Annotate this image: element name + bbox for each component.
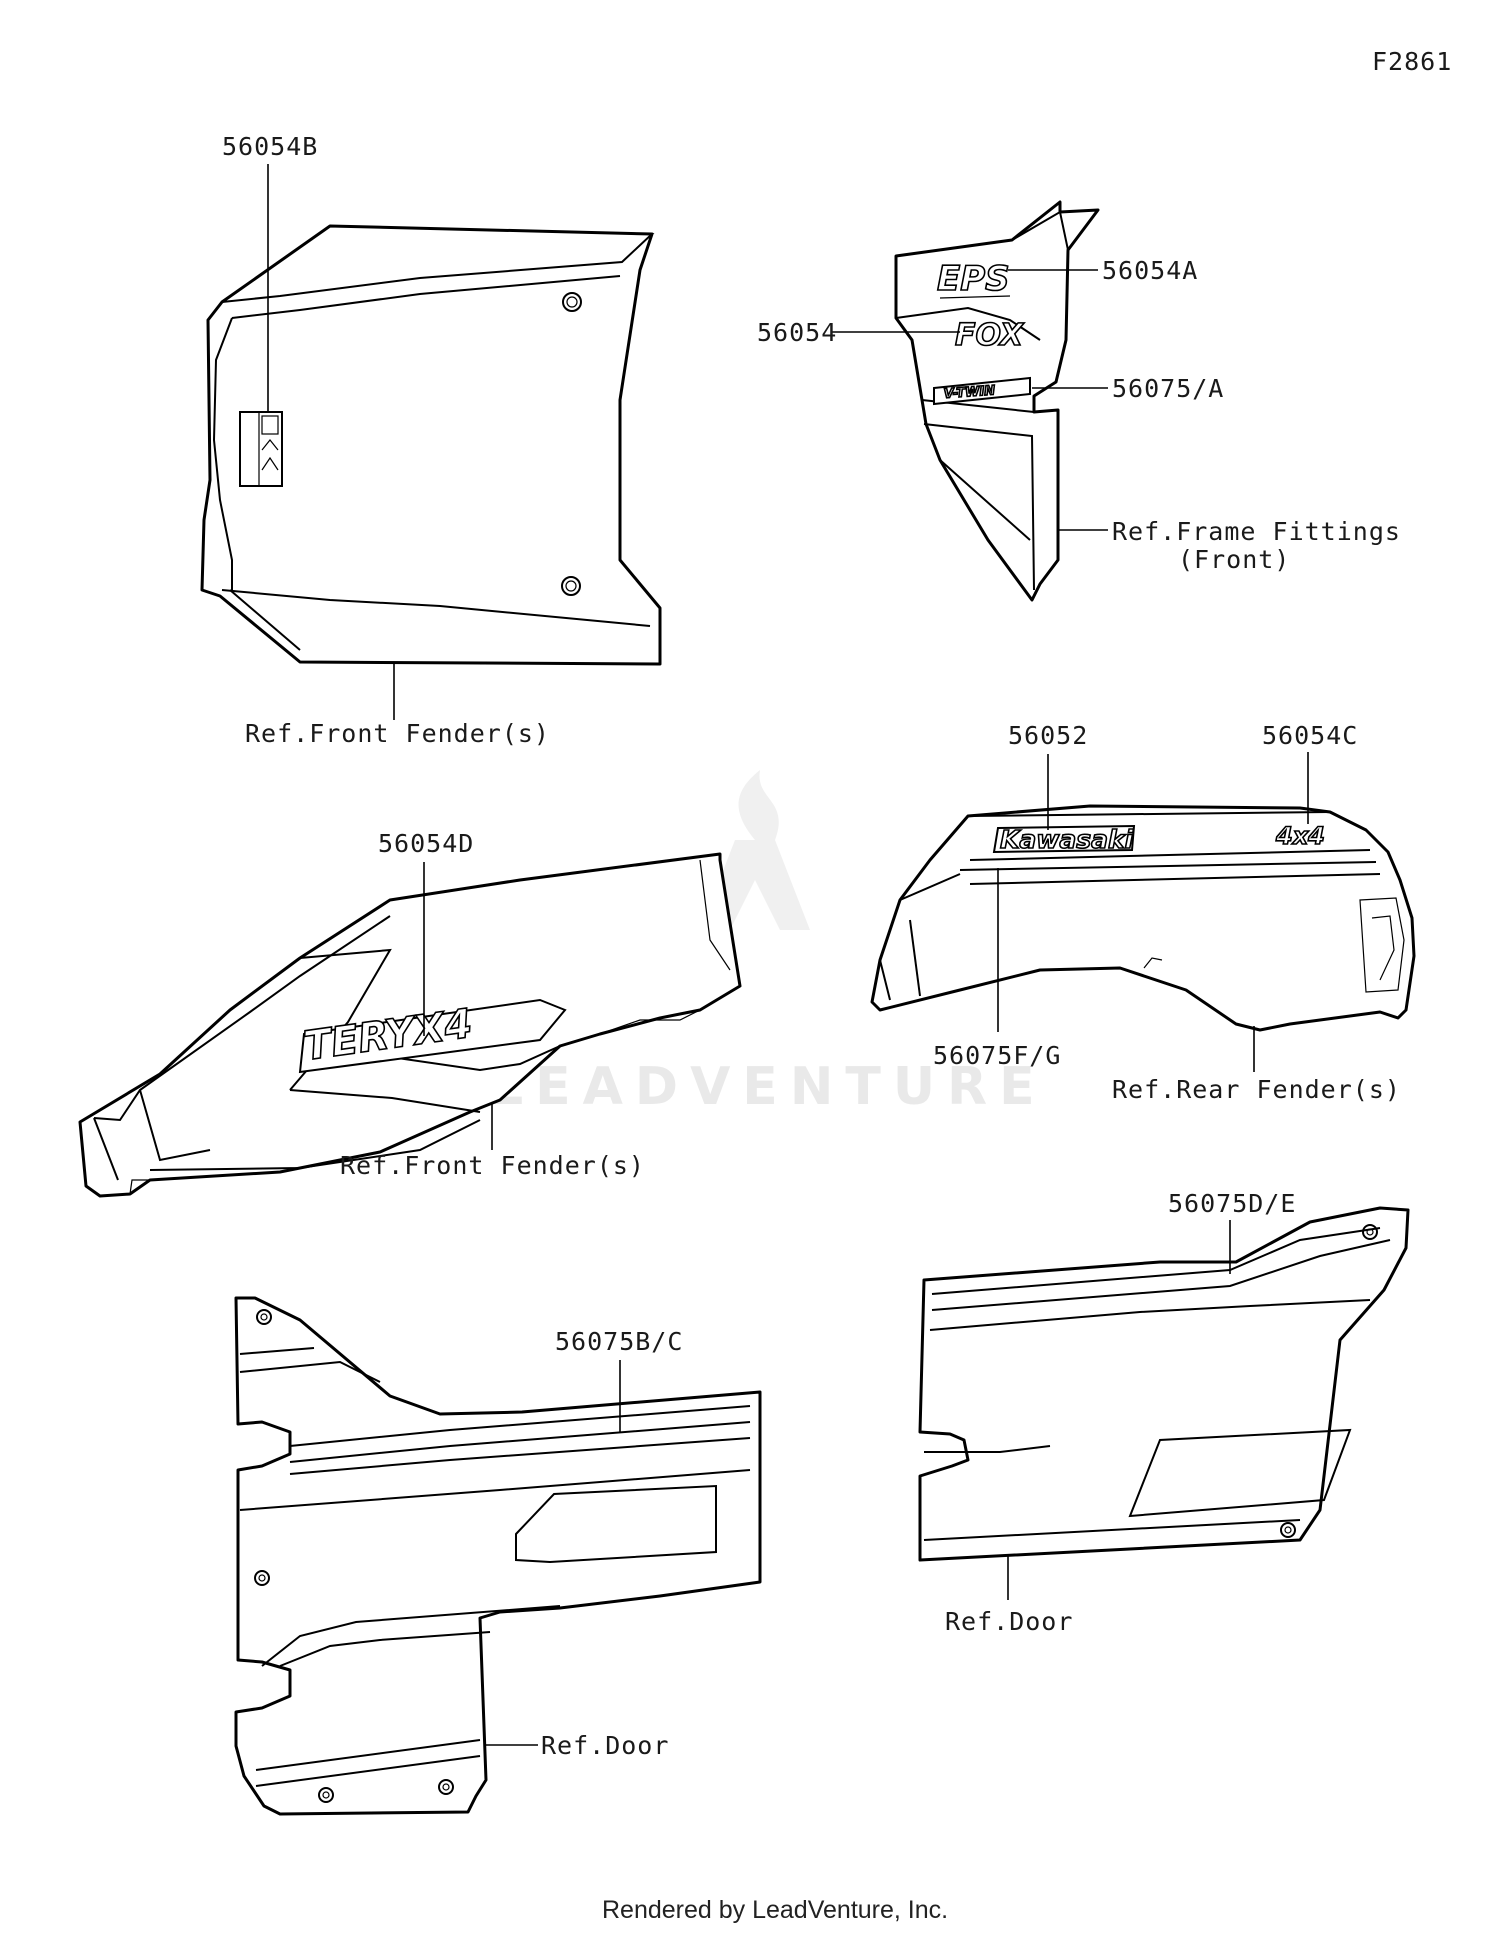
front-fender-hood [200, 224, 662, 666]
label-ref-door-2: Ref.Door [945, 1607, 1073, 1636]
decal-fox-text: FOX [955, 318, 1025, 353]
label-ref-frame-1: Ref.Frame Fittings [1112, 517, 1401, 546]
label-56054A: 56054A [1102, 256, 1198, 285]
label-56075BC: 56075B/C [555, 1327, 683, 1356]
decal-kawasaki-text: Kawasaki [1000, 825, 1134, 854]
front-fender-side: TERYX4 [78, 852, 742, 1198]
decal-eps-text: EPS [937, 259, 1010, 299]
decal-vtwin-text: V-TWIN [943, 383, 996, 402]
label-56075DE: 56075D/E [1168, 1189, 1296, 1218]
label-ref-rear-fender: Ref.Rear Fender(s) [1112, 1075, 1401, 1104]
footer-credit: Rendered by LeadVenture, Inc. [602, 1896, 948, 1924]
decal-4x4-text: 4x4 [1275, 822, 1325, 850]
label-56054C: 56054C [1262, 721, 1358, 750]
decal-56054B [239, 411, 283, 487]
label-ref-door-1: Ref.Door [541, 1731, 669, 1760]
watermark-text: LEADVENTURE [490, 1057, 1047, 1117]
label-56075A: 56075/A [1112, 374, 1224, 403]
rear-fender-side: Kawasaki 4x4 [870, 804, 1416, 1032]
label-56054: 56054 [757, 318, 837, 347]
label-56052: 56052 [1008, 721, 1088, 750]
frame-fittings-panel: EPS FOX V-TWIN [894, 200, 1100, 602]
label-56054D: 56054D [378, 829, 474, 858]
diagram-id: F2861 [1372, 47, 1452, 76]
label-ref-front-fender-1: Ref.Front Fender(s) [245, 719, 550, 748]
front-door [234, 1296, 762, 1816]
rear-door [918, 1206, 1410, 1562]
decal-56054C: 4x4 [1274, 821, 1325, 851]
decal-eps: EPS [936, 258, 1010, 300]
label-56054B: 56054B [222, 132, 318, 161]
decal-vtwin: V-TWIN [933, 376, 1031, 406]
decal-fox: FOX [954, 317, 1026, 354]
label-56075FG: 56075F/G [933, 1041, 1061, 1070]
label-ref-front-fender-2: Ref.Front Fender(s) [340, 1151, 645, 1180]
label-ref-frame-2: (Front) [1178, 545, 1290, 574]
decal-56052: Kawasaki [992, 824, 1136, 855]
